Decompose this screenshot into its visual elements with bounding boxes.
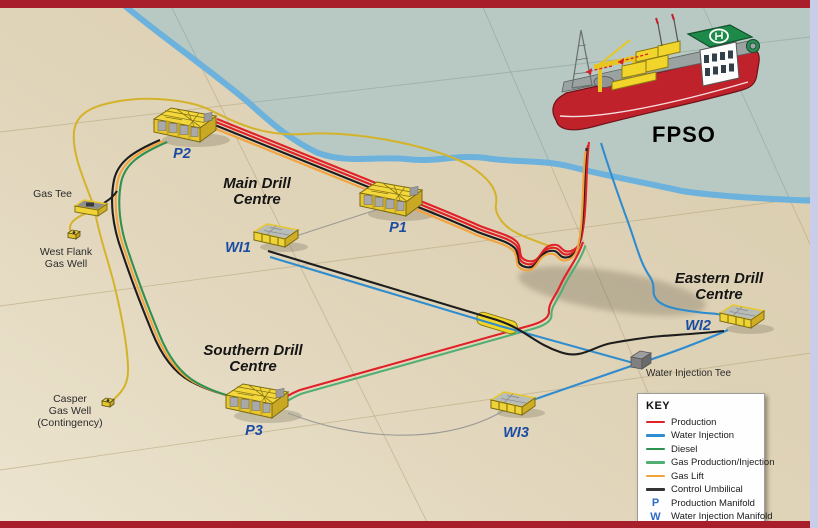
east-umbilical — [267, 249, 725, 356]
manifold-label-p3: P3 — [245, 423, 263, 439]
manifold-label-wi2: WI2 — [685, 318, 711, 334]
gas-tee-umbilical — [103, 190, 118, 204]
jumper-p1-wi1 — [289, 206, 386, 239]
southern-drill-centre-label: Southern Drill Centre — [203, 342, 303, 375]
right-frame-strip — [810, 0, 818, 528]
legend-item-water-injection: Water Injection — [646, 430, 758, 442]
arrowheads — [586, 58, 624, 75]
manifold-label-p2: P2 — [173, 146, 191, 162]
helideck-icon — [686, 24, 754, 48]
legend-item-diesel: Diesel — [646, 443, 758, 455]
diesel-line-swatch — [646, 447, 665, 451]
fpso-vessel — [552, 13, 760, 131]
gas-production-line-swatch — [646, 461, 665, 464]
legend-item-gas-production-injection: Gas Production/Injection — [646, 457, 775, 469]
derrick-icon — [571, 29, 593, 89]
legend-item-water-injection-manifold: W Water Injection Manifold — [646, 510, 772, 523]
main-drill-centre-label: Main Drill Centre — [223, 175, 291, 208]
legend-box: KEY Production Water Injection Diesel Ga… — [637, 393, 775, 528]
water-injection-tee-cube — [629, 350, 653, 370]
jumper-p3-wi3 — [287, 409, 506, 436]
gas-lift-line-swatch — [646, 474, 665, 478]
legend-item-gas-lift: Gas Lift — [646, 470, 758, 482]
deck-modules — [611, 40, 681, 91]
legend-item-control-umbilical: Control Umbilical — [646, 484, 758, 496]
water-injection-manifold-symbol: W — [650, 510, 661, 523]
eastern-drill-centre-label: Eastern Drill Centre — [674, 270, 764, 303]
water-injection-tee-label: Water Injection Tee — [646, 368, 732, 379]
legend-item-production: Production — [646, 416, 758, 428]
production-line-swatch — [646, 420, 665, 424]
casper-gas-well-label: Casper Gas Well (Contingency) — [37, 393, 103, 429]
top-frame-bar — [0, 0, 810, 8]
water-injection-line-swatch — [646, 434, 665, 437]
fpso-label: FPSO — [652, 122, 716, 147]
west-flank-gas-well-label: West Flank Gas Well — [39, 246, 93, 270]
bottom-frame-bar — [0, 521, 810, 528]
accommodation-block — [699, 41, 740, 87]
legend-item-production-manifold: P Production Manifold — [646, 497, 758, 509]
gas-tee-label: Gas Tee — [33, 188, 72, 200]
legend-title: KEY — [646, 400, 671, 412]
turret — [593, 76, 615, 88]
umbilical-line-swatch — [646, 488, 665, 491]
manifold-label-p1: P1 — [389, 220, 407, 236]
manifold-label-wi3: WI3 — [503, 425, 529, 441]
vent-masts — [655, 13, 679, 47]
waterline-stripe — [559, 81, 749, 118]
fpso-shadow — [518, 266, 706, 316]
production-manifold-symbol: P — [651, 497, 660, 509]
funnel-icon — [746, 39, 760, 53]
manifold-label-wi1: WI1 — [225, 240, 251, 256]
west-flank-gas-well-marker — [67, 229, 81, 240]
water-injection-pipelines — [269, 142, 729, 404]
